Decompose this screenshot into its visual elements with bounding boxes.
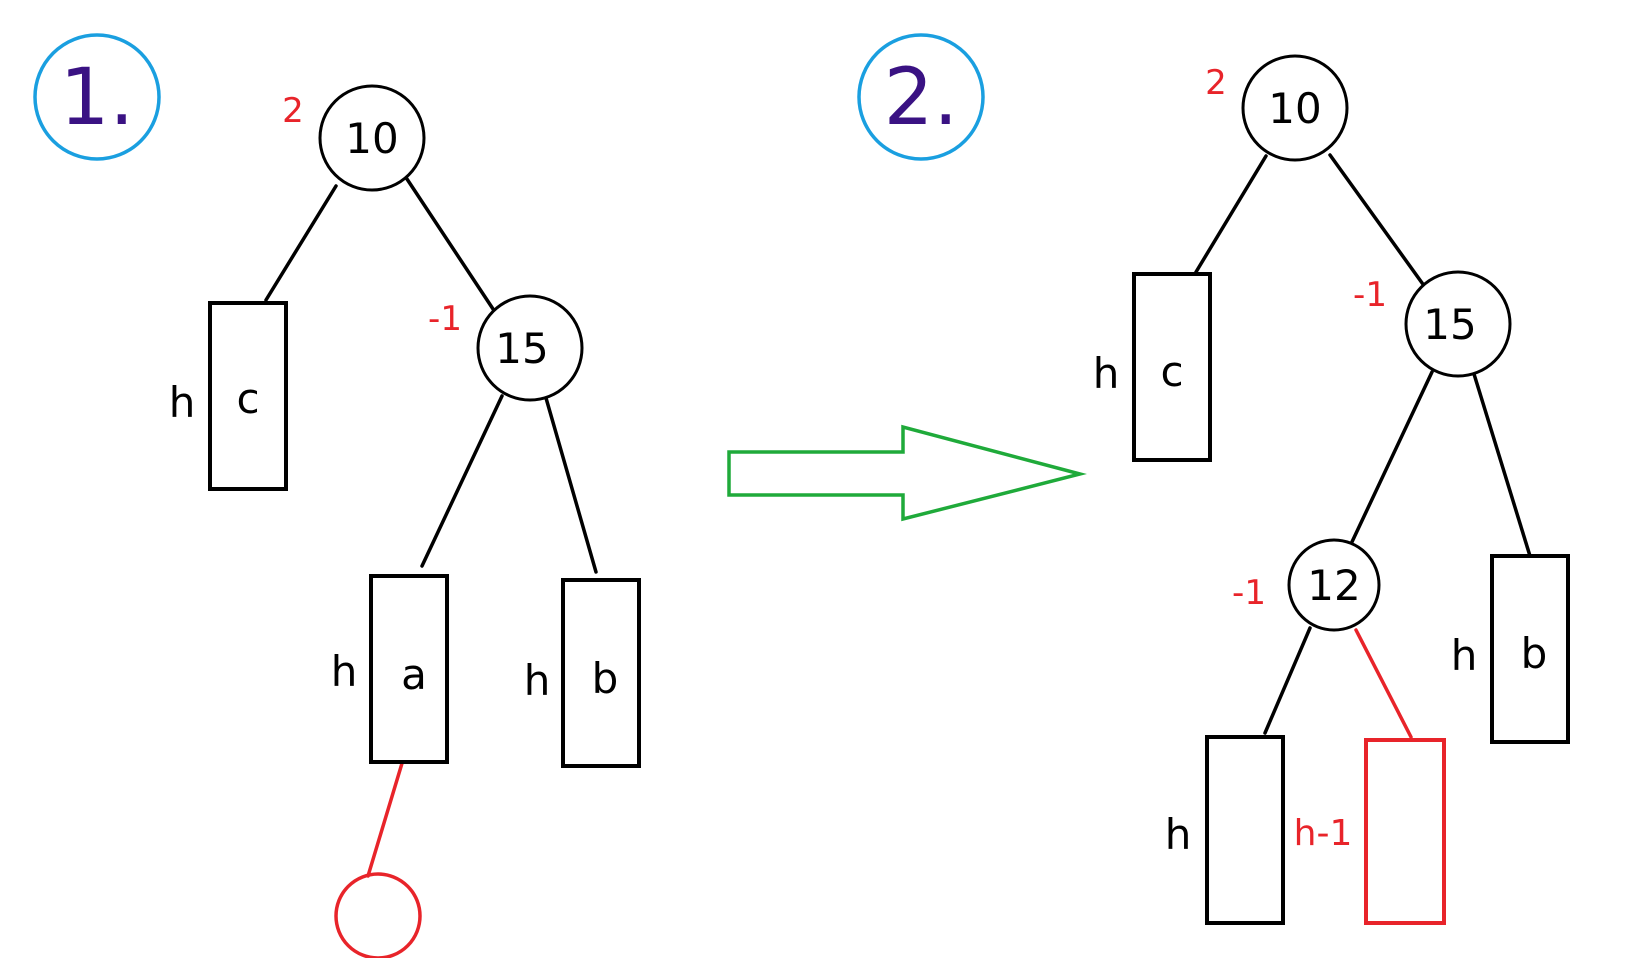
edge2-12-left <box>1263 626 1312 735</box>
subtree-b-box <box>561 578 641 768</box>
edge-10-15 <box>403 174 497 314</box>
subtree-a-name: a <box>401 650 427 699</box>
subtree-c-box <box>208 301 288 491</box>
subtree2-c-name: c <box>1160 347 1183 396</box>
step-2-label: 2. <box>884 53 958 143</box>
subtree2-right-box <box>1364 738 1446 925</box>
node-10-balance: 2 <box>282 91 304 131</box>
node2-10: 10 <box>1241 54 1349 162</box>
node2-15-value: 15 <box>1423 300 1476 349</box>
subtree2-left-box <box>1205 735 1285 925</box>
edge-a-new-node <box>366 758 405 878</box>
subtree2-left-height: h <box>1165 810 1192 859</box>
subtree2-c-height: h <box>1093 349 1120 398</box>
step-2-panel: 2. 10 2 15 -1 12 -1 c h b <box>857 33 1570 925</box>
node-15-circle <box>476 294 584 402</box>
node2-10-balance: 2 <box>1205 63 1227 103</box>
step-1-label: 1. <box>60 53 134 143</box>
node-15-value: 15 <box>495 324 548 373</box>
subtree2-b-height: h <box>1451 631 1478 680</box>
node-10-circle <box>318 84 426 192</box>
subtree-a-height: h <box>331 647 358 696</box>
edge2-15-12 <box>1349 370 1434 546</box>
step-1-badge: 1. <box>33 33 161 161</box>
node-10: 10 <box>318 84 426 192</box>
subtree-b-height: h <box>524 656 551 705</box>
step-1-badge-circle <box>33 33 161 161</box>
step-2-badge: 2. <box>857 33 985 161</box>
node2-12-balance: -1 <box>1232 573 1266 613</box>
node2-10-circle <box>1241 54 1349 162</box>
subtree-c-name: c <box>236 374 259 423</box>
inserted-node <box>334 872 422 958</box>
node2-12: 12 <box>1287 538 1381 632</box>
step-1-panel: 1. 10 2 15 -1 c h a h b h <box>33 33 641 958</box>
subtree2-b-box <box>1490 554 1570 744</box>
edge-10-c <box>264 184 338 302</box>
node2-10-value: 10 <box>1268 84 1321 133</box>
node2-15: 15 <box>1404 270 1512 378</box>
edge-15-b <box>544 396 598 574</box>
subtree2-c-box <box>1132 272 1212 462</box>
subtree-b-name: b <box>592 654 619 703</box>
node2-12-circle <box>1287 538 1381 632</box>
node-15-balance: -1 <box>428 299 462 339</box>
subtree-a-box <box>369 574 449 764</box>
edge2-12-right <box>1354 628 1413 739</box>
subtree-c-height: h <box>169 378 196 427</box>
edge2-10-c <box>1194 154 1268 274</box>
node2-12-value: 12 <box>1307 561 1360 610</box>
edge2-15-b <box>1472 372 1532 558</box>
step-2-badge-circle <box>857 33 985 161</box>
edge-15-a <box>420 394 504 568</box>
subtree2-b-name: b <box>1521 629 1548 678</box>
subtree2-right-height: h-1 <box>1294 813 1353 854</box>
node2-15-circle <box>1404 270 1512 378</box>
node2-15-balance: -1 <box>1353 275 1387 315</box>
node-15: 15 <box>476 294 584 402</box>
transform-arrow <box>727 424 1087 522</box>
node-10-value: 10 <box>345 114 398 163</box>
edge2-10-15 <box>1328 153 1432 296</box>
